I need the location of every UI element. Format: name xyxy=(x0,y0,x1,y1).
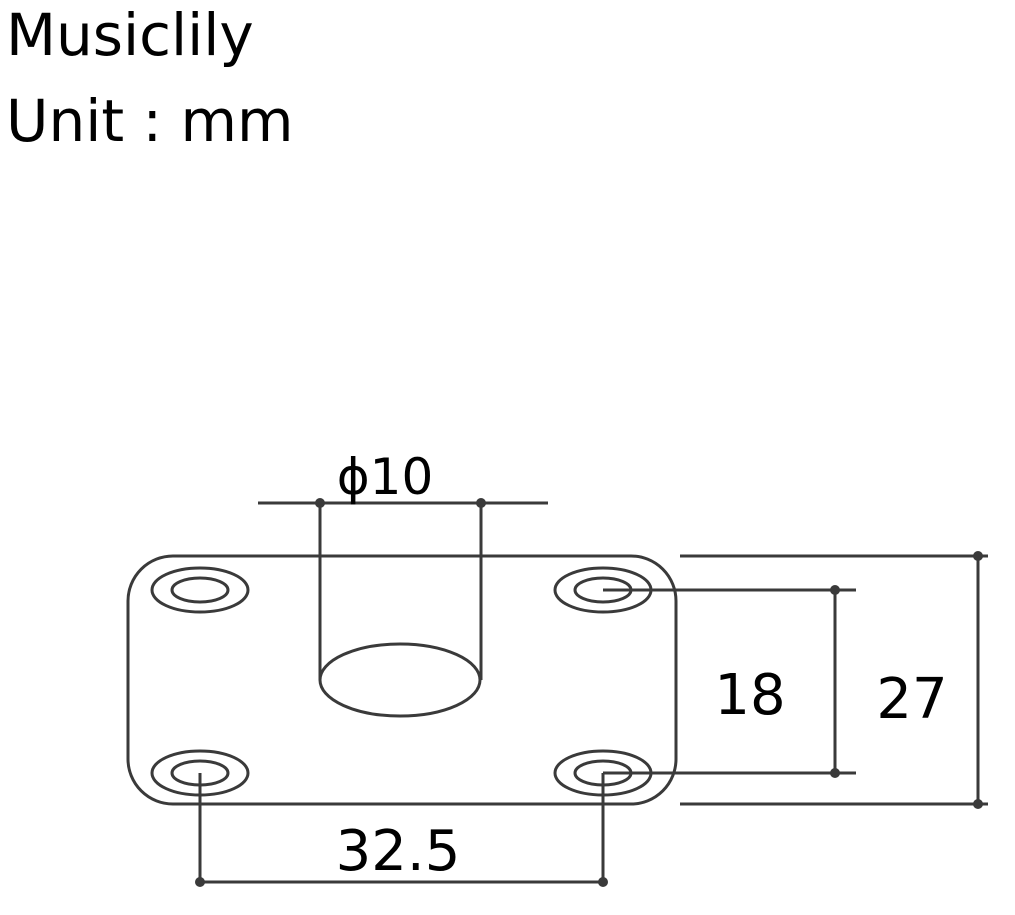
outer-height-label: 27 xyxy=(876,667,947,732)
jack-hole xyxy=(318,642,482,718)
inner-height-label: 18 xyxy=(714,663,785,728)
hole-diameter-label: ϕ10 xyxy=(337,448,434,506)
mounting-hole-top-left xyxy=(150,566,250,614)
unit-label: Unit : mm xyxy=(6,87,294,155)
plate-outline xyxy=(126,554,678,806)
brand-name: Musiclily xyxy=(6,1,254,69)
hole-spacing-label: 32.5 xyxy=(336,819,461,884)
dimension-markers xyxy=(195,498,983,887)
